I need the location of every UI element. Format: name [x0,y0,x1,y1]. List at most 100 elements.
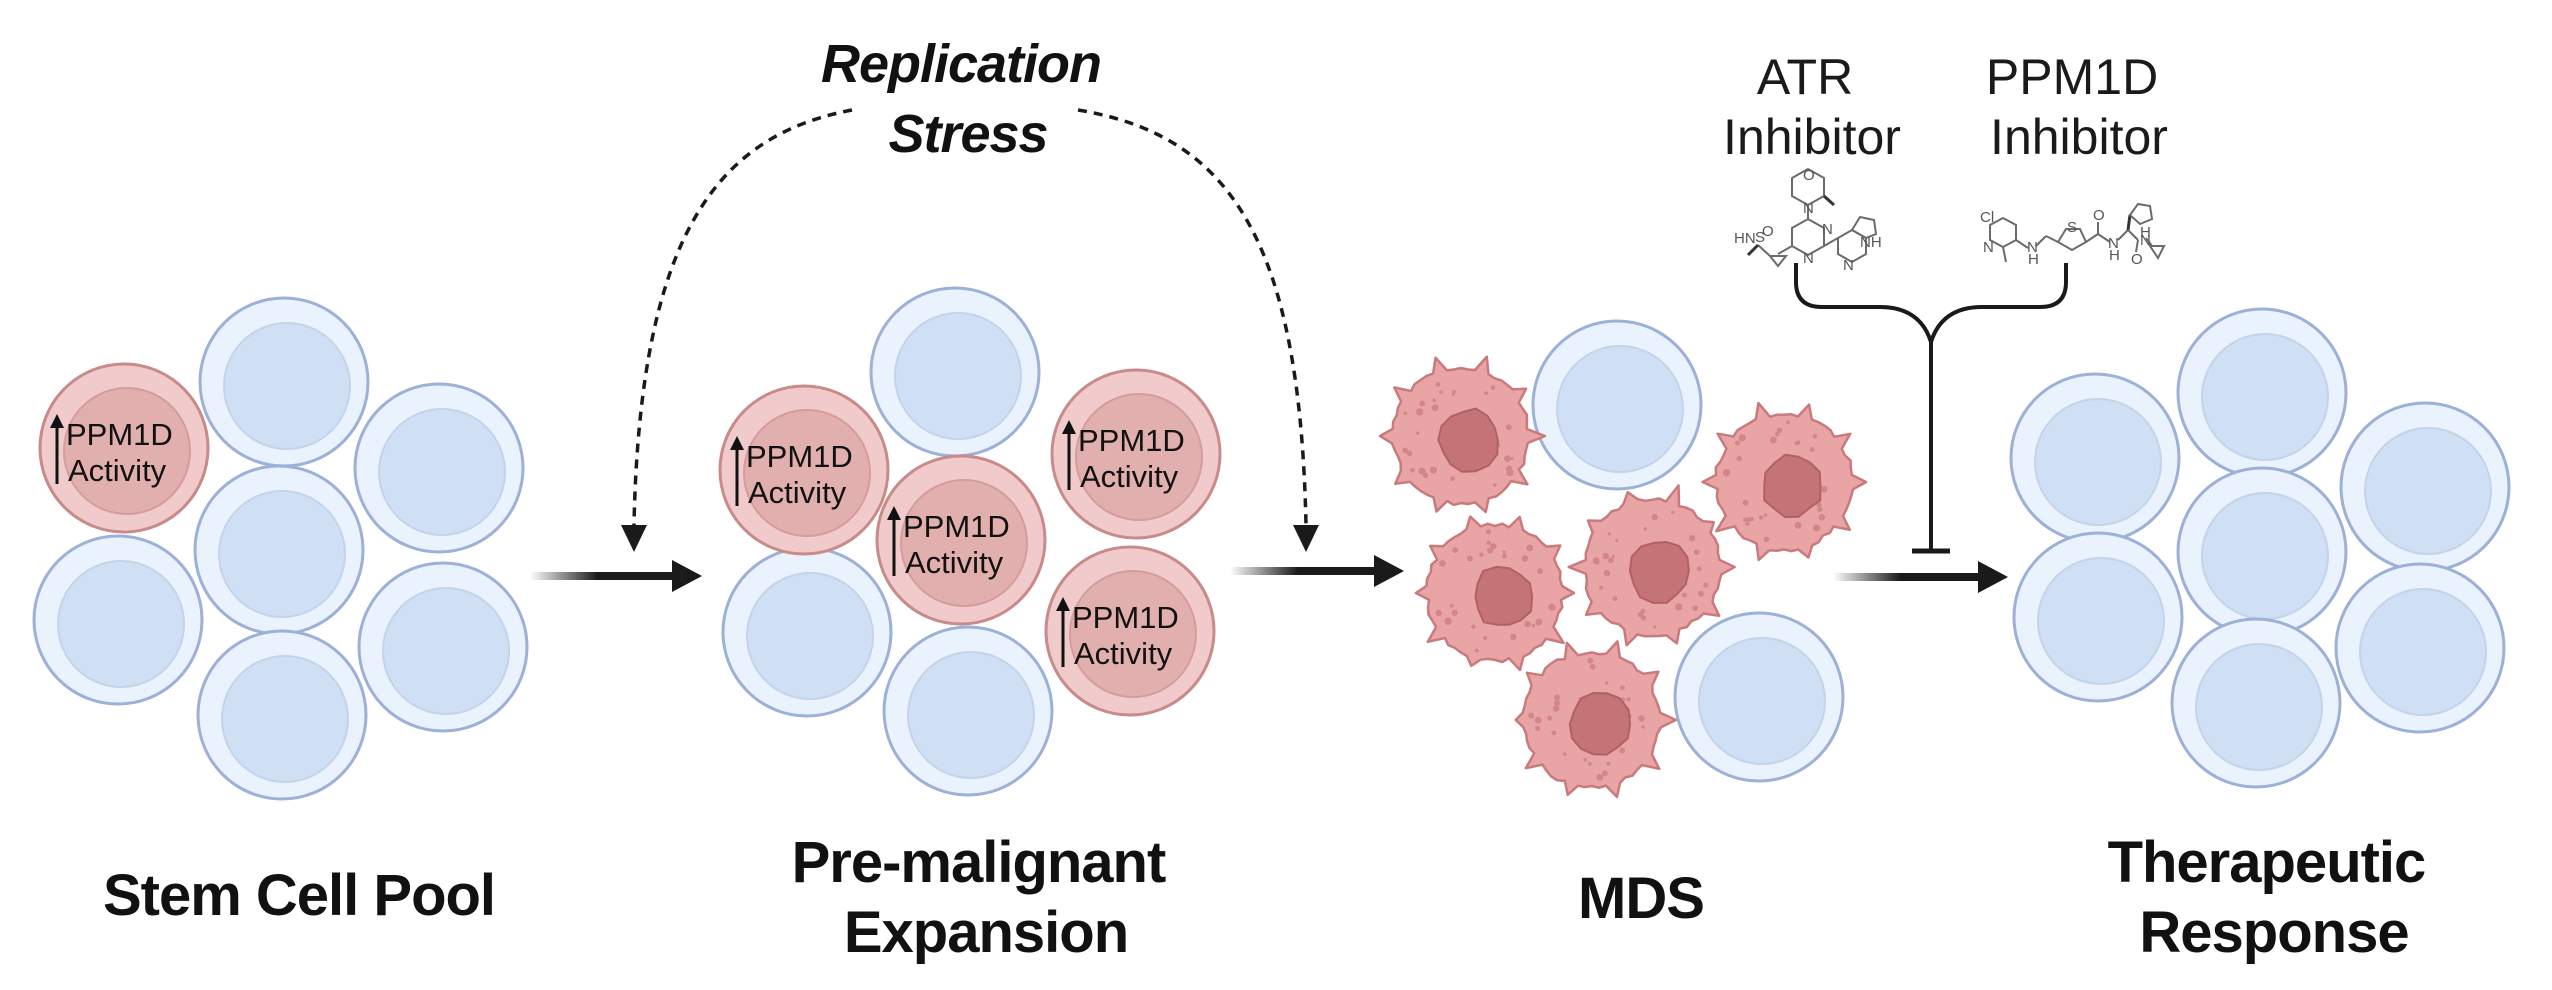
normal-cell [2012,531,2184,703]
atom-label: N [1843,257,1854,274]
granule [1502,553,1507,559]
normal-cell [2339,401,2511,573]
cell-nucleus [2195,643,2323,771]
mds-cell [1514,640,1678,799]
atom-label: N [1803,200,1814,217]
atom-label: HN [1734,230,1756,247]
granule [1452,389,1457,394]
granule [1535,725,1541,731]
normal-cell [353,382,525,554]
granule [1553,694,1561,701]
activity-label: Activity [68,453,167,488]
granule [1742,499,1749,506]
granule [1607,532,1612,536]
granule [1435,609,1442,617]
replication-stress-label: Replication Stress [821,34,1115,164]
progression-arrow-3 [1833,561,2008,593]
atom-label: H [2109,247,2120,264]
granule [1643,527,1648,531]
atom-label: N [2108,235,2119,252]
granule [1820,485,1828,493]
granule [1490,543,1497,550]
mds-cell [1567,484,1736,647]
granule [1439,390,1443,394]
ppm1d-inhibitor-structure-icon: Cl N N H S O N H H N O [1980,202,2166,268]
granule [1418,467,1426,475]
cell-nucleus [2364,427,2492,555]
granule [1429,466,1437,474]
ppm1d-label: PPM1D [1078,423,1185,458]
atom-label: H [2028,251,2039,268]
granule [1471,624,1476,629]
atom-label: O [2093,207,2105,224]
granule [1490,385,1496,390]
granule [1449,603,1454,608]
activity-label: Activity [905,545,1004,580]
granule [1602,552,1610,560]
stage-label-line: Expansion [844,900,1128,965]
granule [1697,590,1704,597]
mds-cluster [1378,319,1868,799]
normal-cell [869,286,1041,458]
granule [1415,408,1424,416]
ppm1d-label: PPM1D [1072,600,1179,635]
cell-nucleus [378,408,506,536]
normal-cell [882,625,1054,797]
cell-nucleus [223,322,351,450]
granule [1671,510,1675,514]
ppm1d-label: PPM1D [746,439,853,474]
stage-label-line: MDS [1578,866,1704,931]
mds-cell [1701,401,1868,562]
granule [1809,447,1815,453]
atom-label: S [2067,219,2077,236]
granule [1450,476,1455,481]
granule [1402,447,1408,454]
granule [1615,539,1619,543]
arrowhead-down-icon [1293,525,1319,552]
granule [1763,536,1770,543]
dotted-arrow-left [632,108,853,526]
ppm1d-line-2: Inhibitor [1990,109,2168,165]
granule [1563,752,1567,756]
granule [1528,712,1535,719]
granule [1608,557,1614,564]
granule [1432,398,1436,403]
cell-nucleus [1069,570,1197,698]
granule [1553,700,1561,707]
stage-label-pre-malignant: Pre-malignant Expansion [792,830,1181,965]
cell-nucleus [2201,333,2329,461]
mds-cell [1414,515,1576,672]
granule [1818,514,1826,521]
granule [1502,550,1506,554]
cell-nucleus [382,587,510,715]
granule [1681,592,1687,598]
progression-arrow-1 [530,560,702,592]
granule [1526,544,1534,552]
ppm1d-line-1: PPM1D [1986,49,2158,105]
granule [1484,391,1489,396]
granule [1620,685,1625,691]
granule [1422,472,1429,478]
atr-inhibitor-label: ATR Inhibitor [1723,49,1901,165]
replication-stress-arrows [621,108,1319,552]
granule [1403,411,1407,415]
granule [1692,605,1698,611]
granule [1612,596,1618,602]
granule [1640,608,1646,614]
granule [1583,757,1588,762]
granule [1763,513,1768,517]
cell-nucleus [907,651,1035,779]
granule [1599,585,1604,590]
up-arrow-icon [1062,420,1076,490]
cell-nucleus [221,655,349,783]
normal-cell [193,464,365,636]
activity-label: Activity [1074,636,1173,671]
granule [1603,569,1611,577]
cell-nucleus [1437,407,1499,473]
normal-cell [357,561,529,733]
cell-nucleus [218,490,346,618]
